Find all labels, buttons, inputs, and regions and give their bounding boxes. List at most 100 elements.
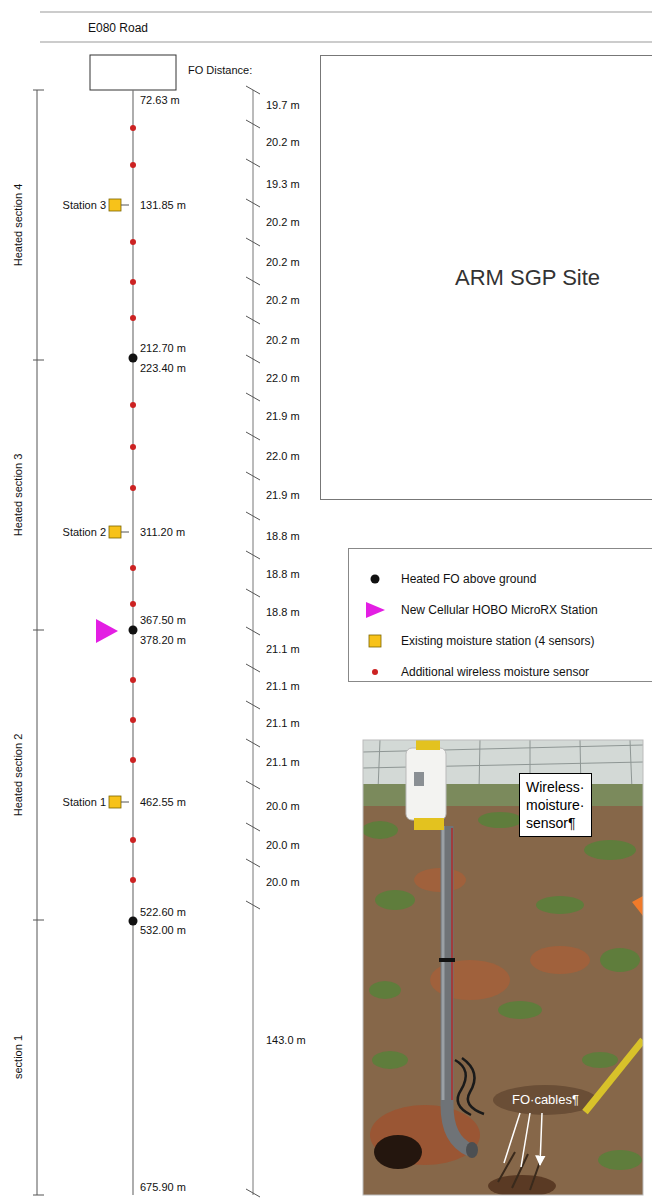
spacing-label: 20.2 m [266, 334, 300, 347]
photo-shadow [493, 1085, 597, 1115]
photo-hose [585, 1040, 643, 1112]
spacing-label: 22.0 m [266, 450, 300, 463]
photo-hole [374, 1135, 422, 1169]
section-label: Heated section 2 [12, 734, 25, 817]
wireless-sensors [130, 125, 136, 883]
legend-marker [363, 664, 387, 680]
distance-label: 462.55 m [140, 796, 186, 809]
callout-label: FO·cables¶ [512, 1092, 579, 1108]
sensor-dot [130, 444, 136, 450]
heated-dot [129, 354, 138, 363]
moisture-stations [109, 199, 129, 808]
photo-frame [363, 740, 643, 1195]
heated-dot [129, 917, 138, 926]
photo-fo-cables [498, 1152, 542, 1190]
sensor-dot [130, 677, 136, 683]
station-tick [121, 802, 129, 803]
spacing-label: 20.2 m [266, 216, 300, 229]
station-tick [121, 205, 129, 206]
distance-label: 367.50 m [140, 614, 186, 627]
photo-cable-coil [455, 1058, 484, 1115]
sensor-dot [130, 162, 136, 168]
photo-sensor [406, 748, 446, 820]
distance-label: 131.85 m [140, 199, 186, 212]
photo-soil [414, 868, 590, 1000]
photo-ground [363, 740, 643, 1195]
station-label: Station 2 [63, 526, 106, 539]
legend-text: Additional wireless moisture sensor [401, 664, 589, 680]
spacing-label: 20.2 m [266, 294, 300, 307]
site-name: ARM SGP Site [455, 265, 600, 291]
legend-marker [363, 633, 387, 649]
legend-box: Heated FO above groundNew Cellular HOBO … [348, 548, 652, 682]
legend-item: Existing moisture station (4 sensors) [349, 633, 649, 649]
station-symbol [109, 526, 121, 538]
photo-clip [414, 818, 444, 830]
spacing-label: 20.0 m [266, 800, 300, 813]
sensor-dot [130, 757, 136, 763]
fibre-line [132, 90, 133, 1195]
distance-label: 311.20 m [140, 526, 185, 539]
section-label: section 1 [12, 1035, 25, 1079]
sensor-dot [130, 315, 136, 321]
photo-grass [363, 784, 643, 806]
hobo-station-symbol [96, 619, 118, 643]
legend-item: New Cellular HOBO MicroRX Station [349, 602, 649, 618]
legend-text: Existing moisture station (4 sensors) [401, 633, 594, 649]
spacing-label: 20.2 m [266, 136, 300, 149]
photo-pipe-shine [442, 826, 445, 1100]
distance-label: 522.60 m [140, 906, 186, 919]
station-tick [121, 532, 129, 533]
spacing-label: 21.1 m [266, 756, 300, 769]
station-label: Station 1 [63, 796, 106, 809]
spacing-label: 18.8 m [266, 530, 300, 543]
scale-line [253, 90, 254, 1195]
spacing-label: 21.1 m [266, 680, 300, 693]
site-photo [363, 740, 643, 1195]
legend-item: Heated FO above ground [349, 571, 649, 587]
section-label: Heated section 3 [12, 454, 25, 537]
distance-label: 675.90 m [140, 1181, 186, 1194]
spacing-label: 21.9 m [266, 410, 300, 423]
heated-dot [129, 626, 138, 635]
section-bracket [33, 90, 44, 1195]
station-symbol [109, 199, 121, 211]
photo-sensor-panel [414, 772, 424, 786]
sensor-dot [130, 877, 136, 883]
sensor-dot [130, 239, 136, 245]
legend-item: Additional wireless moisture sensor [349, 664, 649, 680]
site-box: ARM SGP Site [320, 55, 652, 500]
axis-title: FO Distance: [188, 64, 252, 77]
spacing-label: 18.8 m [266, 568, 300, 581]
spacing-label: 19.7 m [266, 99, 300, 112]
photo-clip [416, 740, 440, 750]
sensor-dot [130, 402, 136, 408]
photo-sky [363, 740, 643, 788]
sensor-dot [130, 717, 136, 723]
photo-pipe-end [466, 1142, 478, 1158]
spacing-label: 21.9 m [266, 489, 300, 502]
road-edge [40, 12, 652, 13]
sensor-dot [130, 565, 136, 571]
spacing-label: 21.1 m [266, 643, 300, 656]
spacing-label: 143.0 m [266, 1034, 306, 1047]
sensor-dot [130, 601, 136, 607]
road-edge [40, 42, 652, 43]
photo-fence [363, 740, 643, 790]
photo-flag [632, 896, 643, 916]
photo-strap [439, 958, 455, 962]
fo-box [90, 55, 176, 90]
spacing-label: 20.0 m [266, 876, 300, 889]
photo-weeds [363, 812, 642, 1170]
distance-label: 223.40 m [140, 362, 186, 375]
distance-label: 212.70 m [140, 342, 186, 355]
photo-pipe [447, 826, 470, 1150]
section-label: Heated section 4 [12, 184, 25, 267]
photo-red-wire [451, 828, 453, 1100]
spacing-label: 22.0 m [266, 372, 300, 385]
distance-label: 378.20 m [140, 634, 186, 647]
legend-text: Heated FO above ground [401, 571, 536, 587]
sensor-dot [130, 279, 136, 285]
sensor-dot [130, 485, 136, 491]
spacing-label: 19.3 m [266, 178, 300, 191]
